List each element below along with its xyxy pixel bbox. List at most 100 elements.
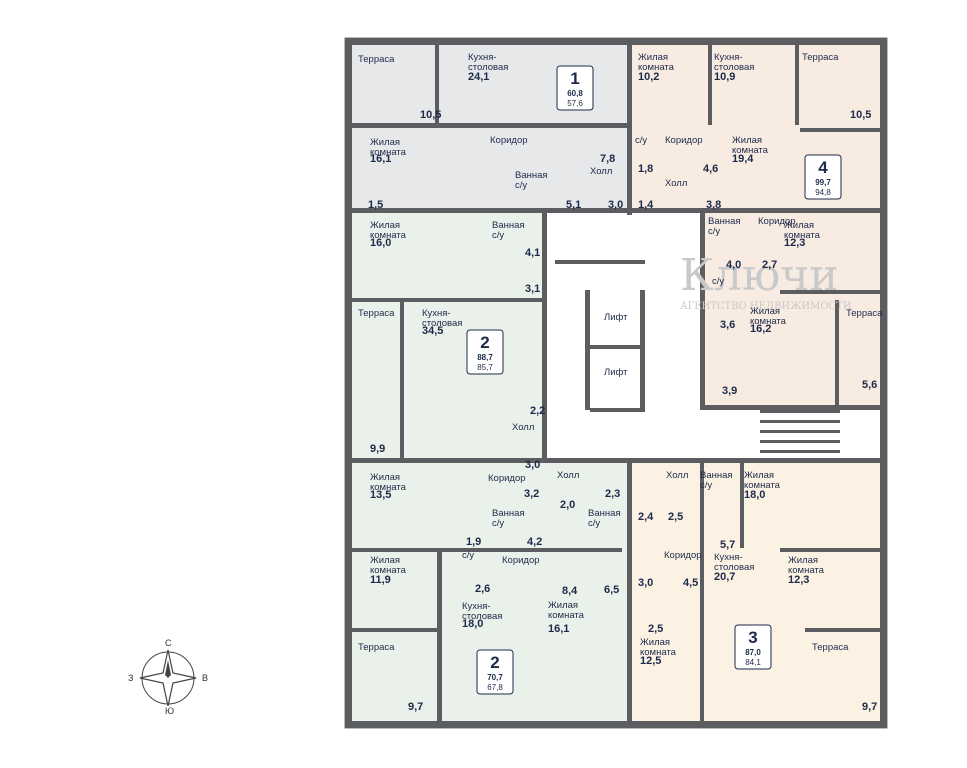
core-area [547, 222, 700, 460]
room-label: с/у [492, 518, 504, 529]
room-area: 34,5 [422, 325, 443, 337]
room-area: 1,8 [638, 163, 653, 175]
apartment-living-area: 85,7 [477, 363, 493, 372]
room-label: с/у [635, 135, 647, 146]
apartment-number: 1 [570, 69, 579, 88]
room-label: комната [788, 565, 825, 576]
room-area: 24,1 [468, 71, 489, 83]
room-area: 3,8 [706, 199, 721, 211]
room-label: Жилая [788, 555, 818, 566]
room-area: 9,9 [370, 443, 385, 455]
room-label: с/у [492, 230, 504, 241]
room-area: 2,5 [648, 623, 663, 635]
room-area: 2,5 [668, 511, 683, 523]
room-label: Жилая [732, 135, 762, 146]
room-area: 11,9 [370, 574, 391, 586]
room-label: Кухня- [422, 308, 451, 319]
room-area: 4,5 [683, 577, 698, 589]
room-area: 2,3 [605, 488, 620, 500]
room-area: 7,8 [600, 153, 615, 165]
room-label: Терраса [358, 642, 395, 653]
room-area: 2,2 [530, 405, 545, 417]
room-label: Терраса [846, 308, 883, 319]
lift-label-2: Лифт [604, 367, 628, 378]
room-label: с/у [708, 226, 720, 237]
room-label: Терраса [802, 52, 839, 63]
apartment-living-area: 94,8 [815, 188, 831, 197]
room-label: Терраса [358, 54, 395, 65]
room-label: Холл [512, 422, 534, 433]
room-area: 4,2 [527, 536, 542, 548]
room-label: с/у [515, 180, 527, 191]
room-label: столовая [422, 318, 462, 329]
room-area: 3,2 [524, 488, 539, 500]
room-area: 12,3 [784, 237, 805, 249]
room-label: Холл [665, 178, 687, 189]
apartment-total-area: 88,7 [477, 353, 493, 362]
room-label: Коридор [664, 550, 702, 561]
apartment-2-top-area [352, 210, 547, 460]
room-label: Жилая [548, 600, 578, 611]
room-label: Коридор [490, 135, 528, 146]
apartment-badge: 387,084,1 [734, 624, 772, 670]
compass-star-icon [139, 649, 197, 707]
apartment-total-area: 99,7 [815, 178, 831, 187]
room-label: Ванная [700, 470, 733, 481]
compass-north: С [165, 638, 172, 648]
room-label: столовая [462, 611, 502, 622]
apartment-badge: 160,857,6 [556, 65, 594, 111]
room-label: Терраса [358, 308, 395, 319]
room-area: 2,7 [762, 259, 777, 271]
apartment-total-area: 70,7 [487, 673, 503, 682]
room-area: 5,6 [862, 379, 877, 391]
room-label: Жилая [638, 52, 668, 63]
room-label: Ванная [515, 170, 548, 181]
room-label: Коридор [665, 135, 703, 146]
room-area: 3,0 [638, 577, 653, 589]
room-label: Коридор [488, 473, 526, 484]
apartment-3-area [627, 460, 880, 722]
walls [345, 38, 887, 728]
room-area: 1,5 [368, 199, 383, 211]
lift-label-1: Лифт [604, 312, 628, 323]
room-labels: Терраса10,5Кухня-столовая24,1Жилаякомнат… [358, 52, 883, 713]
apartment-total-area: 87,0 [745, 648, 761, 657]
compass-south: Ю [165, 706, 174, 716]
room-area: 2,4 [638, 511, 654, 523]
room-label: комната [750, 316, 787, 327]
room-label: комната [548, 610, 585, 621]
watermark-brand: Ключи [680, 250, 839, 301]
room-label: с/у [588, 518, 600, 529]
room-label: комната [370, 147, 407, 158]
apartment-badge: 499,794,8 [804, 154, 842, 200]
room-area: 2,6 [475, 583, 490, 595]
room-area: 1,9 [466, 536, 481, 548]
apartment-badge: 270,767,8 [476, 649, 514, 695]
room-area: 16,1 [370, 153, 391, 165]
room-area: 3,0 [525, 459, 540, 471]
apartment-living-area: 57,6 [567, 99, 583, 108]
room-area: 3,0 [608, 199, 623, 211]
room-label: Жилая [784, 220, 814, 231]
room-area: 16,2 [750, 323, 771, 335]
room-area: 4,6 [703, 163, 718, 175]
room-area: 10,5 [850, 109, 871, 121]
apartment-number: 3 [748, 628, 757, 647]
room-label: Ванная [708, 216, 741, 227]
room-label: Жилая [370, 220, 400, 231]
room-label: Холл [666, 470, 688, 481]
compass: С Ю З В [128, 638, 208, 716]
room-label: Жилая [744, 470, 774, 481]
room-label: Кухня- [714, 52, 743, 63]
room-label: комната [370, 482, 407, 493]
room-area: 3,6 [720, 319, 735, 331]
room-label: комната [640, 647, 677, 658]
room-area: 12,3 [788, 574, 809, 586]
room-area: 19,4 [732, 153, 754, 165]
room-label: Холл [557, 470, 579, 481]
room-label: Терраса [812, 642, 849, 653]
room-area: 8,4 [562, 585, 578, 597]
room-label: Жилая [370, 472, 400, 483]
room-area: 4,1 [525, 247, 540, 259]
room-area: 3,1 [525, 283, 540, 295]
